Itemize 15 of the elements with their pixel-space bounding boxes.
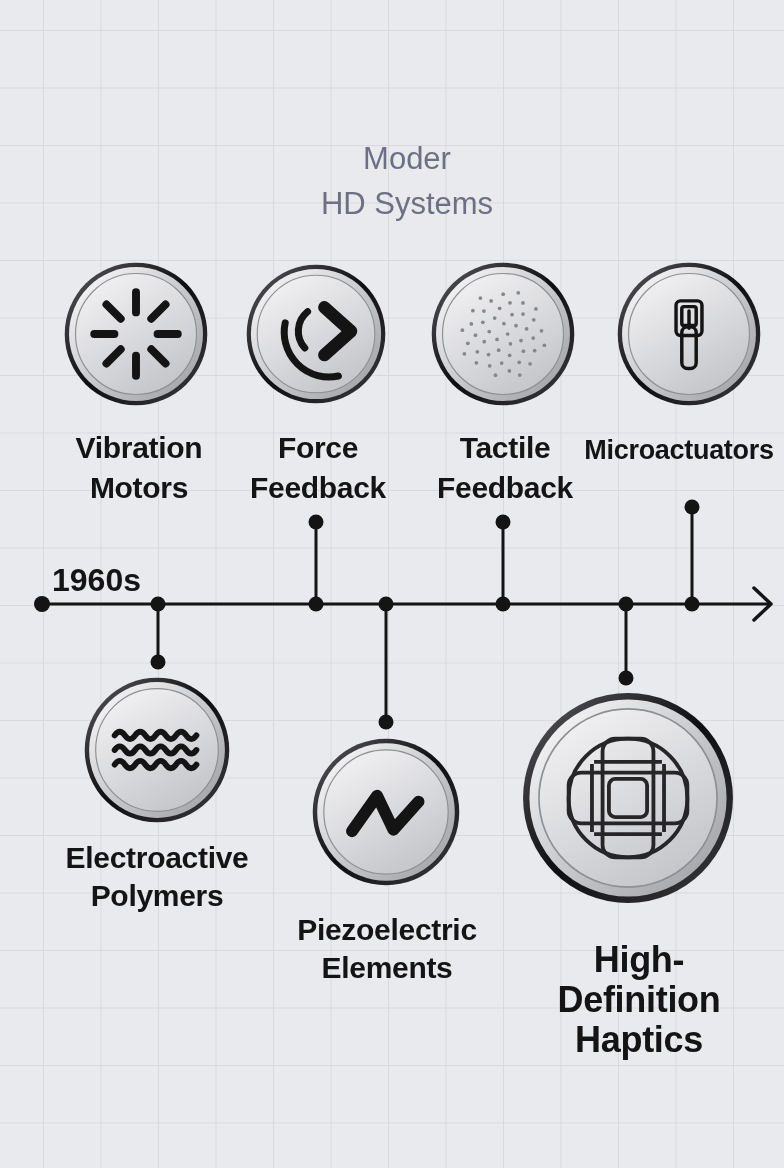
timeline-stem: [378, 596, 394, 730]
timeline-stem: [308, 514, 324, 612]
technology-label: High-Definition Haptics: [556, 940, 722, 1060]
technology-label: Piezoelectric Elements: [296, 912, 478, 986]
technology-label: Tactile Feedback: [436, 430, 574, 506]
technology-label: Microactuators: [583, 434, 775, 467]
timeline-stem: [495, 514, 511, 612]
timeline-stem: [150, 596, 166, 670]
title: Moder HD Systems: [319, 140, 495, 223]
timeline-stem: [618, 596, 634, 686]
timeline-stem: [684, 499, 700, 612]
technology-label: Electroactive Polymers: [64, 840, 250, 914]
technology-label: Force Feedback: [249, 430, 387, 506]
technology-label: Vibration Motors: [74, 430, 204, 506]
start-year-label: 1960s: [52, 561, 141, 600]
